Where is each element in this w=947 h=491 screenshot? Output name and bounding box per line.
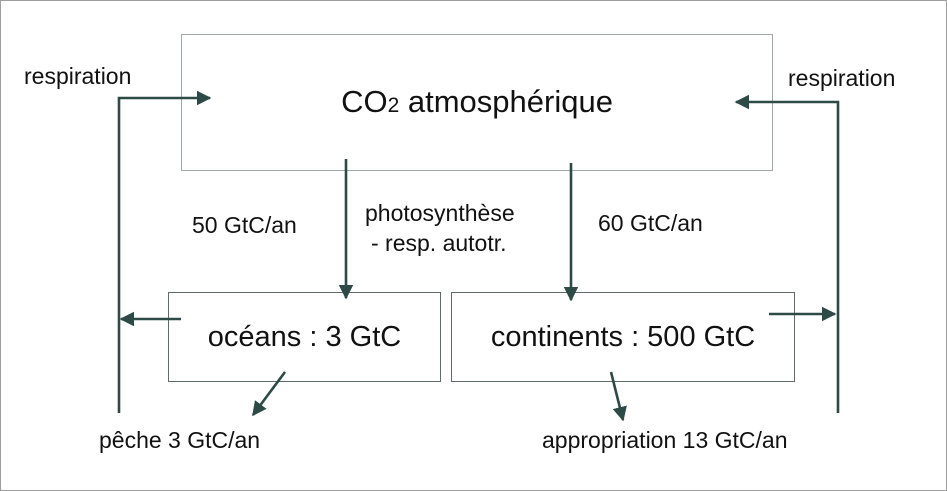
continents-box: continents : 500 GtC xyxy=(451,292,795,382)
oceans-box: océans : 3 GtC xyxy=(168,292,441,382)
continent-flux-label: 60 GtC/an xyxy=(598,210,703,236)
continents-label: continents : 500 GtC xyxy=(490,321,756,353)
ocean-flux-label: 50 GtC/an xyxy=(192,212,297,238)
respiration-left-arrow xyxy=(117,90,212,413)
fishing-arrow xyxy=(251,371,287,417)
atmosphere-label-main: CO xyxy=(341,84,388,119)
photosynthesis-label-line1: photosynthèse xyxy=(365,200,515,226)
atmosphere-box: CO2 atmosphérique xyxy=(181,34,773,171)
atmosphere-label-subscript: 2 xyxy=(387,94,400,117)
appropriation-arrow xyxy=(609,371,627,422)
photosynthesis-label-line2: - resp. autotr. xyxy=(371,230,507,256)
atmosphere-label-rest: atmosphérique xyxy=(399,84,613,119)
atmosphere-label: CO2 atmosphérique xyxy=(182,84,772,124)
fishing-label: pêche 3 GtC/an xyxy=(99,427,261,453)
respiration-left-label: respiration xyxy=(24,63,132,89)
appropriation-label: appropriation 13 GtC/an xyxy=(542,427,788,453)
respiration-right-label: respiration xyxy=(788,65,896,91)
oceans-label: océans : 3 GtC xyxy=(207,321,402,353)
respiration-right-arrow xyxy=(734,94,840,413)
